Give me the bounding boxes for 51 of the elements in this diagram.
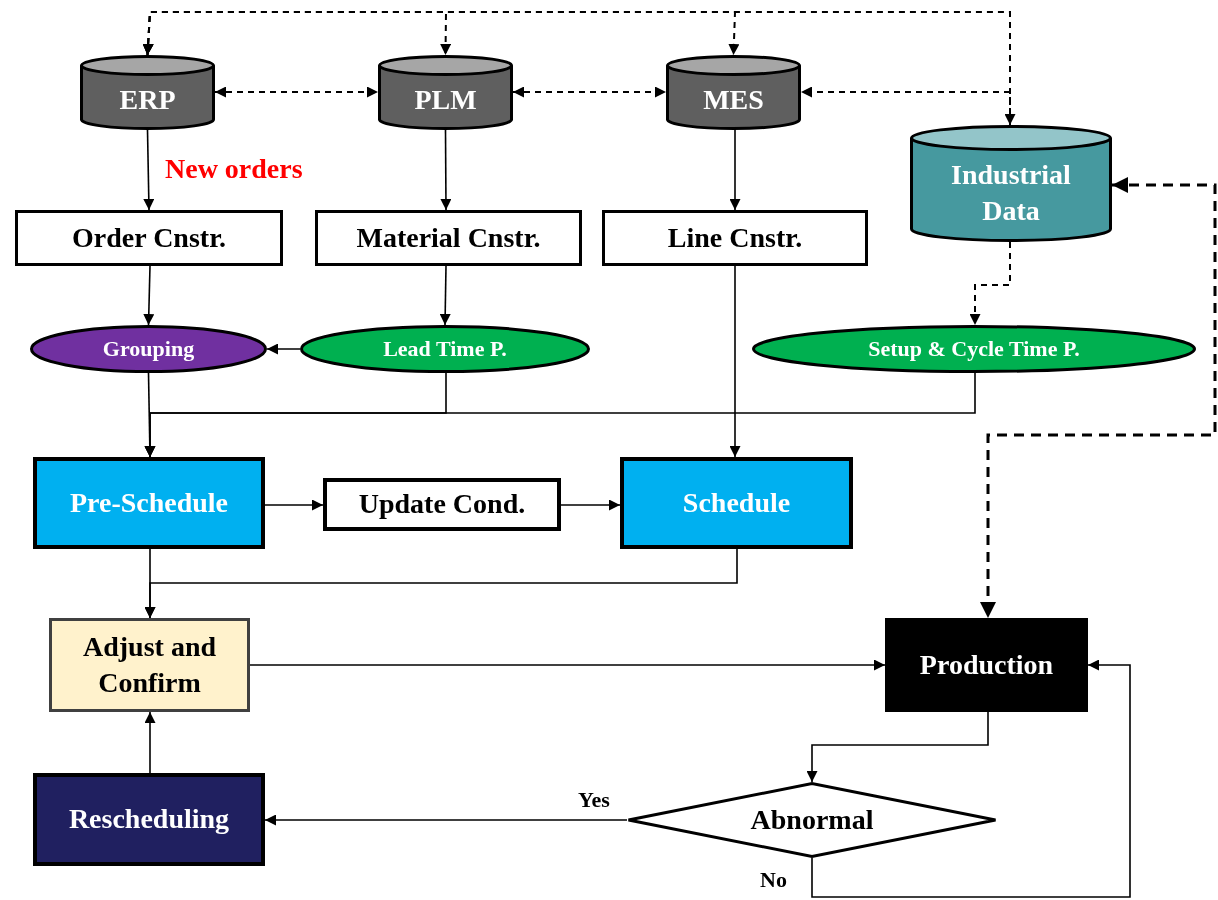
- node-label: MES: [703, 83, 764, 118]
- node-label: Industrial Data: [950, 157, 1072, 229]
- arrow: [143, 265, 155, 326]
- arrow: [811, 659, 1131, 898]
- node-label: Adjust and Confirm: [81, 629, 218, 700]
- arrow: [806, 711, 989, 783]
- arrow: [264, 814, 628, 826]
- node-label: Rescheduling: [68, 802, 230, 837]
- arrow: [560, 499, 621, 511]
- node-label: Order Cnstr.: [72, 220, 226, 255]
- node-label: Grouping: [102, 334, 195, 363]
- arrow: [249, 659, 886, 671]
- arrow: [144, 548, 738, 619]
- process-box: [315, 210, 582, 266]
- arrow: [264, 499, 324, 511]
- process-ellipse: [30, 325, 267, 373]
- arrow: [439, 265, 451, 326]
- node-label: ERP: [119, 83, 176, 118]
- arrow: [440, 129, 452, 211]
- process-box: [602, 210, 868, 266]
- arrow: [729, 265, 741, 458]
- process-box: [49, 618, 250, 712]
- process-box: [323, 478, 561, 531]
- process-box: [620, 457, 853, 549]
- node-label: Setup & Cycle Time P.: [868, 334, 1080, 363]
- node-label: Update Cond.: [358, 487, 526, 522]
- arrow: [729, 129, 741, 211]
- node-label: Schedule: [682, 485, 791, 520]
- process-ellipse: [752, 325, 1196, 373]
- process-box: [885, 618, 1088, 712]
- node-label: Material Cnstr.: [356, 220, 541, 255]
- node-label: Line Cnstr.: [667, 220, 803, 255]
- arrow: [266, 343, 301, 355]
- dashed-arrow: [512, 86, 667, 98]
- node-label: Production: [919, 647, 1054, 682]
- arrow: [144, 372, 976, 458]
- process-ellipse: [300, 325, 590, 373]
- dashed-arrow: [800, 86, 1011, 126]
- decision-diamond: [627, 782, 997, 858]
- node-label: Lead Time P.: [383, 334, 507, 363]
- dashed-arrow: [214, 86, 379, 98]
- arrow: [144, 711, 156, 774]
- node-label: PLM: [414, 83, 477, 118]
- node-label: Abnormal: [750, 802, 874, 837]
- process-box: [33, 773, 265, 866]
- arrow: [143, 129, 155, 211]
- node-label: Pre-Schedule: [69, 485, 229, 520]
- process-box: [15, 210, 283, 266]
- dashed-arrow: [969, 241, 1011, 326]
- process-box: [33, 457, 265, 549]
- dashed-arrow: [980, 177, 1217, 618]
